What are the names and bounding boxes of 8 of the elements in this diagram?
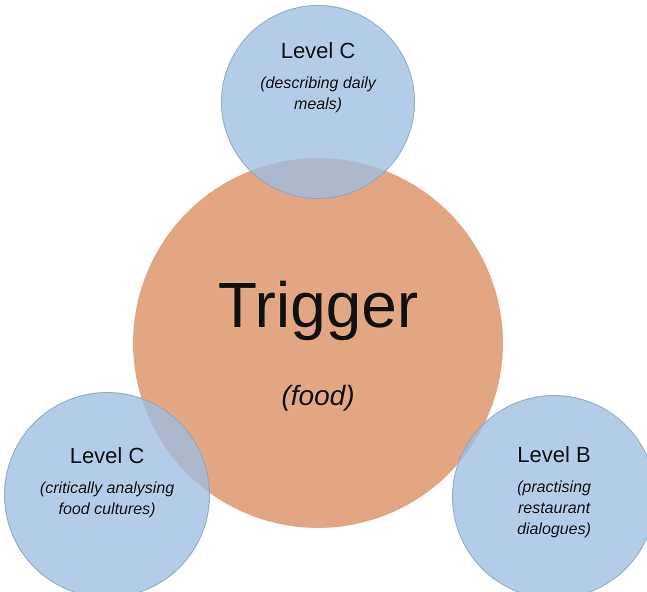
circle-description: (describing daily meals)	[259, 74, 378, 115]
circle-description: (food)	[281, 379, 355, 413]
circle-title: Level B	[517, 442, 591, 468]
circle-description: (practising restaurant dialogues)	[516, 478, 592, 540]
circle-title: Trigger	[218, 268, 418, 342]
circle-title: Level C	[280, 38, 356, 64]
circle-description: (critically analysing food cultures)	[38, 479, 176, 520]
circle-title: Level C	[70, 443, 144, 469]
